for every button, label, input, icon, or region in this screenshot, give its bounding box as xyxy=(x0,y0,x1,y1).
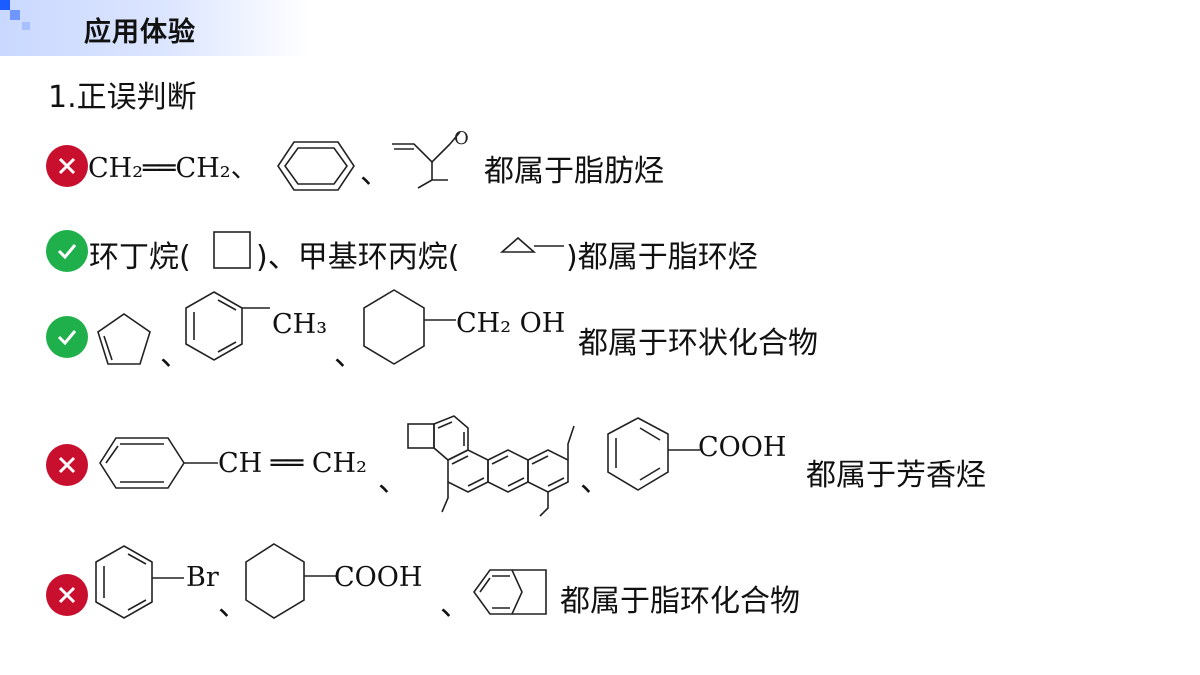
check-icon xyxy=(46,230,88,272)
separator: 、 xyxy=(440,588,470,623)
row2-text-part1: 环丁烷( xyxy=(89,240,191,275)
cyclohexanecarboxylic-acid-structure xyxy=(245,543,336,619)
row1-statement: 都属于脂肪烃 xyxy=(484,154,664,189)
polycyclic-aromatic-structure xyxy=(407,415,575,517)
check-icon xyxy=(46,316,88,358)
separator: 、 xyxy=(378,464,408,499)
alcohol-label: CH₂ OH xyxy=(456,308,566,339)
ethylene-formula-text: CH₂══CH₂、 xyxy=(88,153,258,184)
cyclopentene-structure xyxy=(97,313,151,365)
separator: 、 xyxy=(360,156,390,191)
section-title: 1.正误判断 xyxy=(48,80,197,115)
row2-text-part2: )、甲基环丙烷( xyxy=(256,240,460,275)
cross-icon xyxy=(46,145,88,187)
acid-label: COOH xyxy=(334,562,423,593)
row4-statement: 都属于芳香烃 xyxy=(806,458,986,493)
cyclohexylmethanol-structure xyxy=(363,289,456,365)
separator: 、 xyxy=(218,588,248,623)
row3-statement: 都属于环状化合物 xyxy=(578,326,818,361)
cyclobutane-structure xyxy=(213,231,251,269)
svg-text:O: O xyxy=(454,128,469,149)
page-title: 应用体验 xyxy=(84,17,196,48)
styrene-ring-structure xyxy=(99,437,218,489)
separator: 、 xyxy=(334,338,364,373)
acid-label: COOH xyxy=(698,432,787,463)
row5-statement: 都属于脂环化合物 xyxy=(560,584,800,619)
cross-icon xyxy=(46,444,88,486)
styrene-label: CH ══ CH₂ xyxy=(218,448,367,479)
benzene-structure xyxy=(277,141,355,191)
methylcyclopropane-structure xyxy=(499,236,564,253)
bromo-label: Br xyxy=(186,562,219,593)
corner-decoration xyxy=(0,0,10,10)
corner-decoration xyxy=(22,22,30,30)
separator: 、 xyxy=(160,338,190,373)
toluene-structure xyxy=(185,291,270,361)
header-bar xyxy=(0,0,310,56)
cross-icon xyxy=(46,574,88,616)
benzocyclobutene-structure xyxy=(473,569,547,615)
row2-statement: )都属于脂环烃 xyxy=(566,240,758,275)
benzoic-acid-structure xyxy=(607,417,700,491)
bromobenzene-structure xyxy=(95,545,184,619)
toluene-label: CH₃ xyxy=(272,309,328,340)
corner-decoration xyxy=(10,10,20,20)
ethylene-formula: CH₂══CH₂、 xyxy=(88,146,258,185)
separator: 、 xyxy=(580,464,610,499)
ketone-structure: O xyxy=(392,128,469,189)
